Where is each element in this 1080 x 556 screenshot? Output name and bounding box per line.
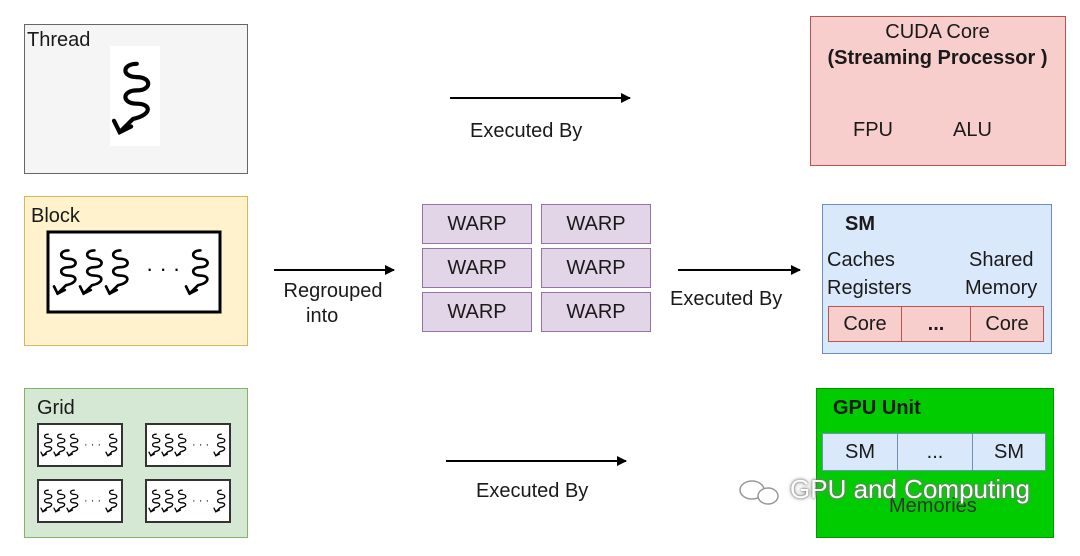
sm-box: SM Caches Registers Shared Memory Core .…: [822, 204, 1052, 354]
alu-label: ALU: [953, 119, 992, 141]
memories-label: Memories: [889, 495, 977, 517]
cuda-core-title: CUDA Core: [885, 21, 990, 43]
cuda-core-subtitle: (Streaming Processor ): [827, 47, 1048, 69]
grid-dots: · · ·: [192, 495, 209, 507]
grid-dots: · · ·: [192, 439, 209, 451]
fpu-label: FPU: [853, 119, 893, 141]
memory-label: Memory: [965, 277, 1038, 299]
thread-title: Thread: [27, 29, 91, 51]
block-dots: · · ·: [146, 256, 180, 281]
sm-core-cell: Core: [828, 306, 902, 342]
block-icon-frame: [46, 230, 222, 314]
registers-label: Registers: [827, 277, 912, 299]
row1-executed-by-label: Executed By: [470, 120, 583, 142]
watermark-logo-icon: [739, 480, 779, 505]
sm-core-ellipsis: ...: [901, 306, 971, 342]
watermark-text: GPU and Computing: [790, 474, 1030, 504]
gpu-unit-title: GPU Unit: [833, 397, 921, 419]
regrouped-label-line2: into: [306, 305, 339, 327]
grid-mini-block: · · ·: [37, 479, 123, 523]
row3-executed-by-label: Executed By: [476, 480, 589, 502]
row2-executed-by-label: Executed By: [670, 288, 783, 310]
grid-title: Grid: [37, 397, 75, 419]
grid-dots: · · ·: [84, 439, 101, 451]
gpu-unit-box: GPU Unit SM ... SM Memories: [816, 388, 1054, 538]
gpu-sm-cell: SM: [972, 433, 1046, 471]
grid-mini-block: · · ·: [145, 423, 231, 467]
grid-mini-block: · · ·: [145, 479, 231, 523]
gpu-sm-cell: SM: [822, 433, 898, 471]
warp-cell: WARP: [422, 292, 532, 332]
grid-mini-block: · · ·: [37, 423, 123, 467]
warp-cell: WARP: [541, 248, 651, 288]
sm-title: SM: [845, 213, 875, 235]
warp-cell: WARP: [541, 292, 651, 332]
warp-cell: WARP: [541, 204, 651, 244]
caches-label: Caches: [827, 249, 895, 271]
block-title: Block: [31, 205, 80, 227]
shared-label: Shared: [969, 249, 1034, 271]
gpu-sm-ellipsis: ...: [897, 433, 973, 471]
warp-cell: WARP: [422, 204, 532, 244]
sm-core-cell: Core: [970, 306, 1044, 342]
grid-dots: · · ·: [84, 495, 101, 507]
warp-cell: WARP: [422, 248, 532, 288]
cuda-core-box: CUDA Core (Streaming Processor ) FPU ALU: [810, 16, 1066, 166]
regrouped-label-line1: Regrouped: [283, 280, 383, 302]
